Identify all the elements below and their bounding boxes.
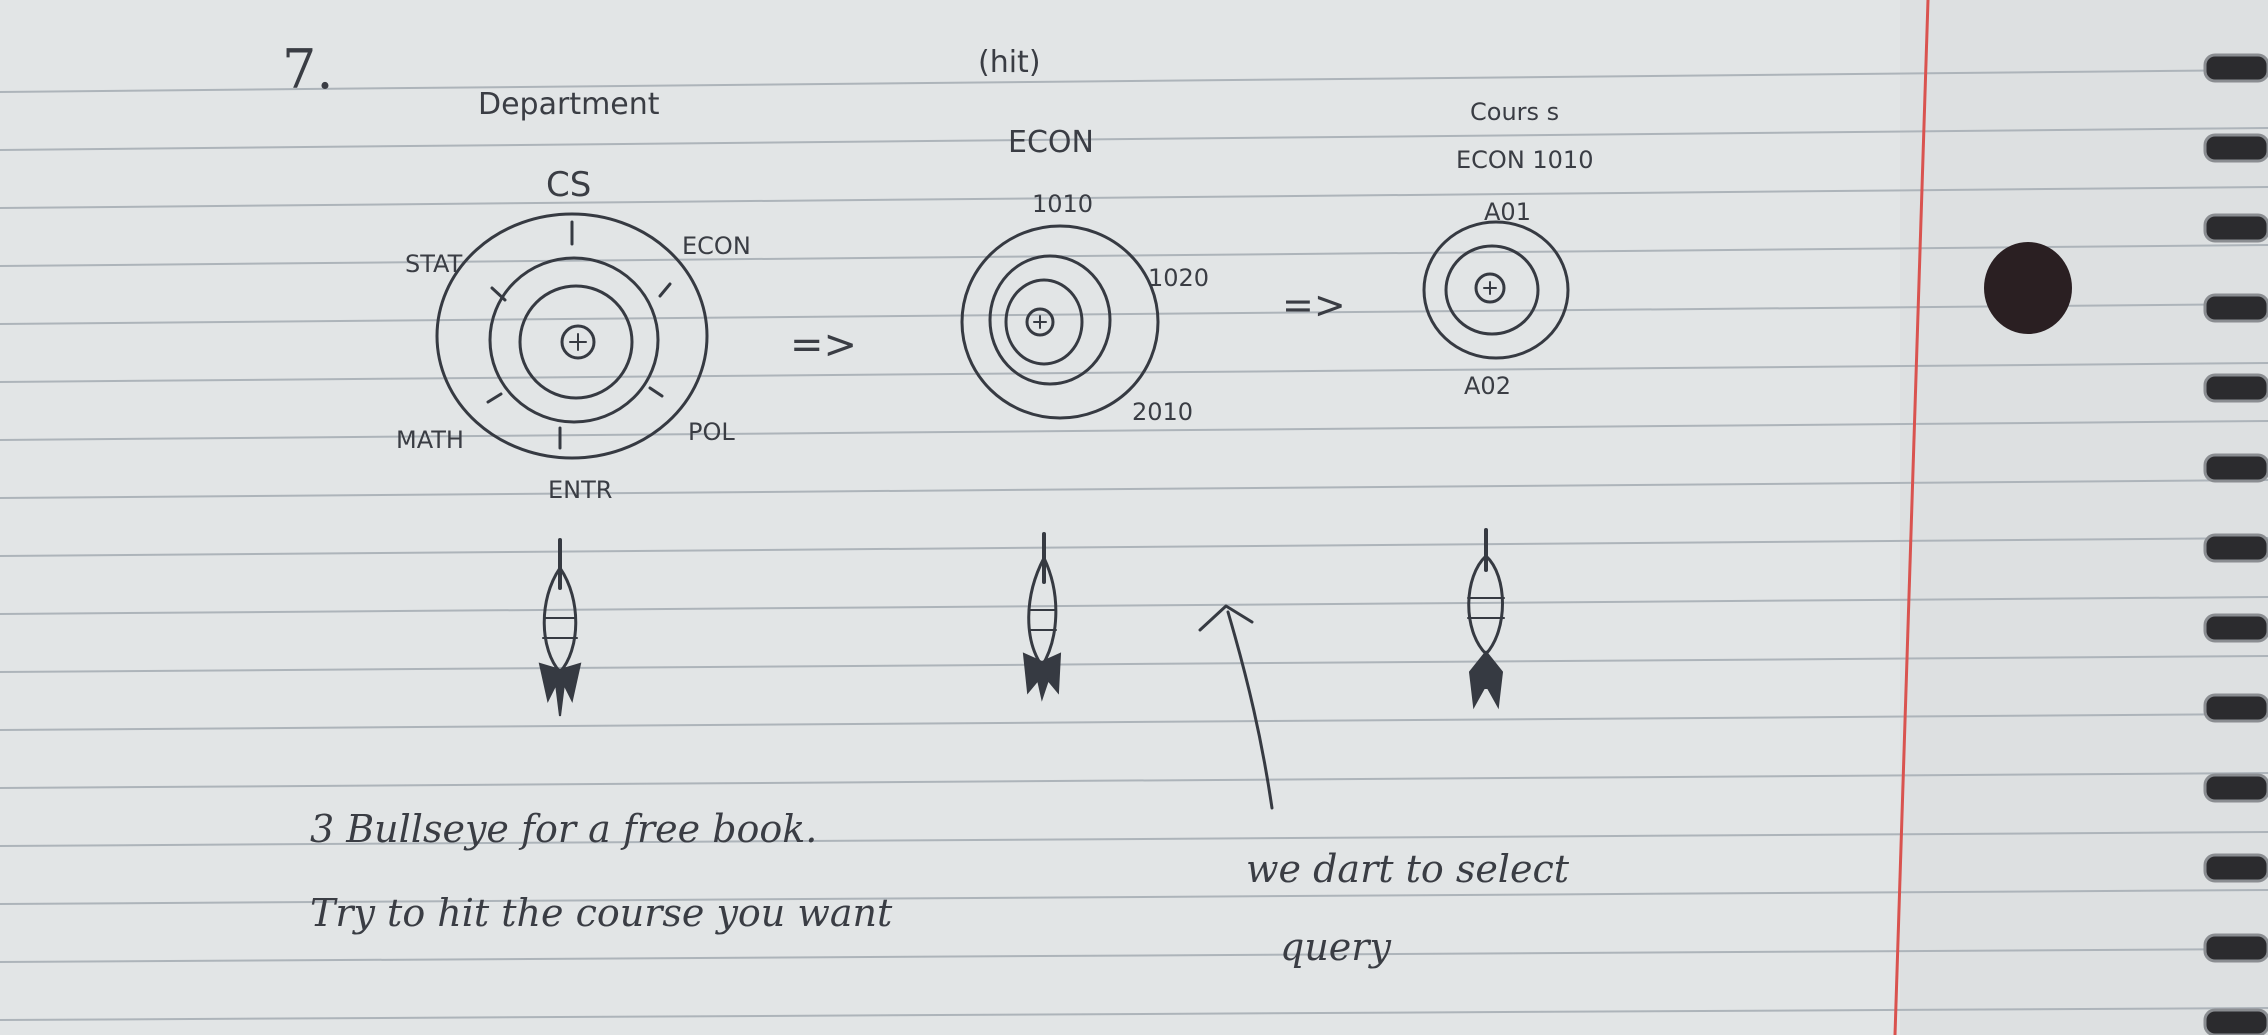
department-dartboard: Department CS STAT ECON MATH POL ENTR: [396, 87, 751, 504]
hit-annotation: (hit): [978, 45, 1041, 80]
ring-label-1020: 1020: [1148, 264, 1209, 292]
outer-ring: [435, 212, 709, 460]
middle-ring: [488, 256, 660, 424]
outer-ring: [960, 224, 1160, 420]
implies-arrow-1: =>: [790, 322, 857, 368]
section-a02: A02: [1464, 372, 1511, 400]
courses-subheading: ECON 1010: [1456, 146, 1593, 174]
econ-dartboard: (hit) ECON 1010 1020 2010: [960, 45, 1209, 426]
course-dartboard: Cours s ECON 1010 A01 A02: [1422, 98, 1593, 400]
middle-ring: [1444, 244, 1540, 336]
margin-line: [1893, 0, 1930, 1035]
spiral-binding: [2203, 53, 2268, 1035]
dart-2: [1022, 532, 1062, 702]
department-heading: Department: [478, 87, 660, 122]
econ-heading: ECON: [1008, 125, 1094, 160]
note-line-2: Try to hit the course you want: [310, 891, 893, 935]
note-line-1: 3 Bullseye for a free book.: [310, 807, 817, 851]
inner-ring: [518, 284, 634, 400]
ring-label-2010: 2010: [1132, 398, 1193, 426]
dart-1: [538, 538, 582, 717]
ring-label-1010: 1010: [1032, 190, 1093, 218]
punch-hole: [1984, 242, 2072, 334]
outer-ring: [1422, 220, 1570, 360]
ruled-lines: [0, 69, 2268, 1021]
sector-econ: ECON: [682, 232, 751, 260]
implies-arrow-2: =>: [1282, 283, 1346, 327]
dart-note: we dart to select: [1246, 847, 1570, 891]
inner-ring: [1004, 278, 1084, 366]
dart-note-2: query: [1280, 925, 1391, 969]
bullseye: [1474, 272, 1506, 304]
bullseye: [560, 324, 596, 360]
page-number: 7.: [282, 38, 334, 101]
sector-math: MATH: [396, 426, 464, 454]
sector-pol: POL: [688, 418, 735, 446]
courses-heading: Cours s: [1470, 98, 1559, 126]
sector-stat: STAT: [405, 250, 463, 278]
middle-ring: [988, 254, 1112, 386]
department-center-label: CS: [546, 165, 591, 205]
pointer-arrow: [1198, 604, 1274, 810]
bullseye: [1025, 307, 1055, 337]
dart-3: [1467, 528, 1505, 710]
sector-entr: ENTR: [548, 476, 612, 504]
